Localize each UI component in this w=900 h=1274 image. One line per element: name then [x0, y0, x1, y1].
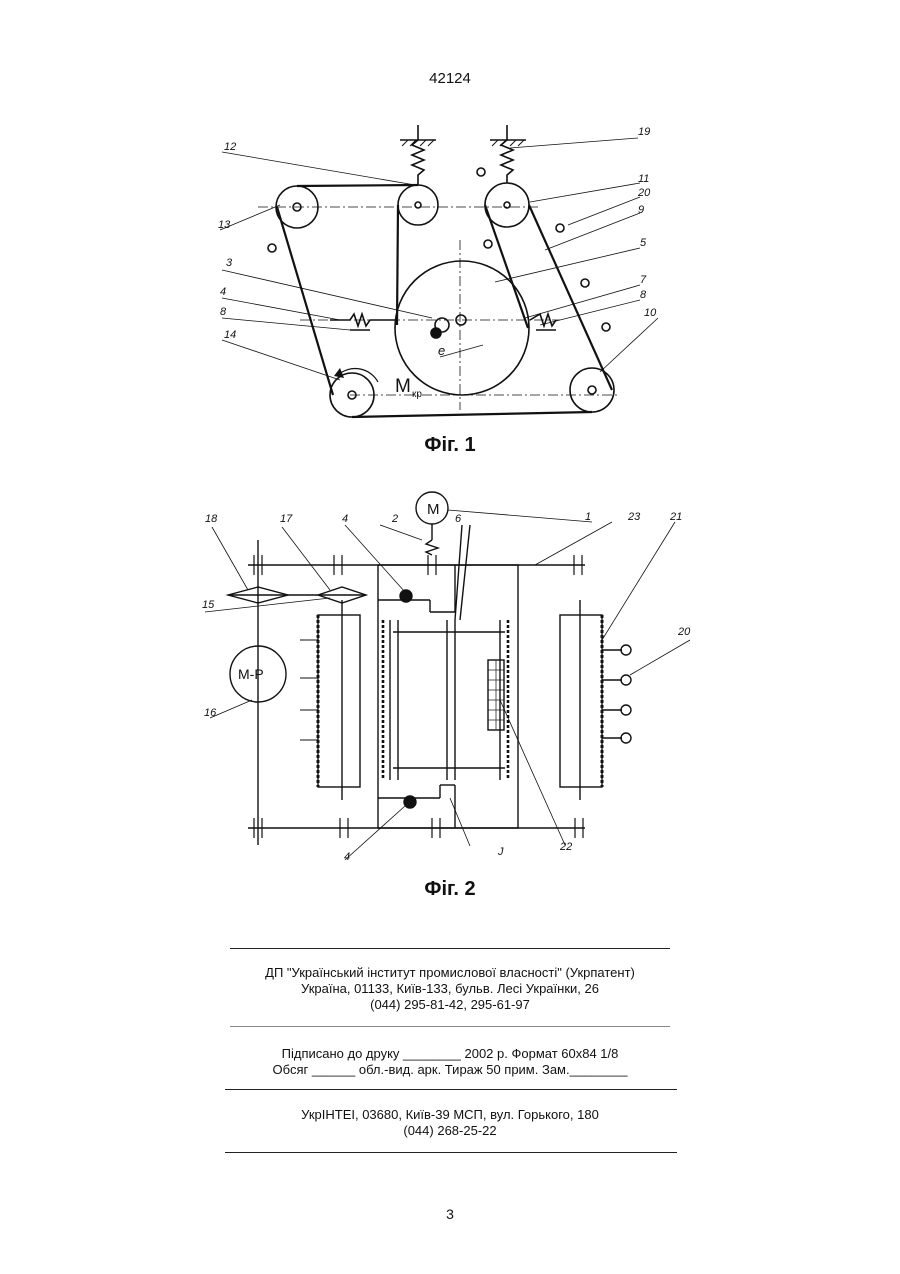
eccentricity-label: e [438, 343, 445, 358]
fig2-label-j: J [497, 846, 504, 858]
publisher-address: Україна, 01133, Київ-133, бульв. Лесі Ук… [230, 981, 670, 997]
fig1-label-4: 4 [220, 286, 226, 298]
divider [230, 1026, 670, 1027]
torque-symbol: M [395, 376, 411, 397]
print-details-block: Підписано до друку ________ 2002 р. Форм… [230, 1046, 670, 1078]
sheet-number: 3 [0, 1206, 900, 1222]
fig2-label-4a: 4 [342, 513, 348, 525]
printer-address: УкрІНТЕІ, 03680, Київ-39 МСП, вул. Горьк… [230, 1107, 670, 1123]
fig1-label-9: 9 [638, 204, 644, 216]
fig2-label-4b: 4 [344, 851, 350, 863]
divider [225, 1152, 677, 1153]
signed-for-print: Підписано до друку ________ 2002 р. Форм… [230, 1046, 670, 1062]
motor-label: M [427, 501, 440, 518]
fig1-label-20: 20 [637, 187, 651, 199]
fig2-label-23: 23 [627, 511, 641, 523]
fig1-label-13: 13 [218, 219, 231, 231]
figure-2-drawing: M M-P 18 17 4 2 6 1 23 21 15 20 16 4 J 2… [190, 478, 710, 873]
volume-circulation: Обсяг ______ обл.-вид. арк. Тираж 50 при… [230, 1062, 670, 1078]
motor-reducer-label: M-P [238, 666, 264, 682]
divider [225, 1089, 677, 1090]
torque-subscript: кр [412, 389, 422, 400]
fig2-label-22: 22 [559, 841, 572, 853]
patent-number: 42124 [0, 70, 900, 87]
fig2-label-17: 17 [280, 513, 293, 525]
fig2-label-1: 1 [585, 511, 591, 523]
fig1-label-14: 14 [224, 329, 236, 341]
figure-1-drawing: 12 13 3 4 8 14 19 11 20 9 5 7 8 10 M кр … [190, 110, 710, 440]
fig1-label-12: 12 [224, 141, 236, 153]
figure-2-caption: Фіг. 2 [0, 878, 900, 901]
fig2-label-2: 2 [391, 513, 398, 525]
fig1-label-5: 5 [640, 237, 647, 249]
printer-block: УкрІНТЕІ, 03680, Київ-39 МСП, вул. Горьк… [230, 1107, 670, 1139]
publisher-phone: (044) 295-81-42, 295-61-97 [230, 997, 670, 1013]
fig1-label-8a: 8 [220, 306, 227, 318]
fig1-label-3: 3 [226, 257, 233, 269]
fig1-label-19: 19 [638, 126, 650, 138]
fig2-label-21: 21 [669, 511, 682, 523]
fig1-label-10: 10 [644, 307, 657, 319]
divider [230, 948, 670, 949]
fig2-label-6: 6 [455, 513, 462, 525]
figure-1-caption: Фіг. 1 [0, 434, 900, 457]
fig1-label-11: 11 [638, 173, 649, 185]
fig2-label-18: 18 [205, 513, 218, 525]
fig1-label-8b: 8 [640, 289, 647, 301]
publisher-name: ДП "Український інститут промислової вла… [230, 965, 670, 981]
fig2-label-15: 15 [202, 599, 215, 611]
fig2-label-16: 16 [204, 707, 217, 719]
publisher-block: ДП "Український інститут промислової вла… [230, 965, 670, 1013]
fig2-label-20: 20 [677, 626, 691, 638]
fig1-label-7: 7 [640, 274, 647, 286]
printer-phone: (044) 268-25-22 [230, 1123, 670, 1139]
